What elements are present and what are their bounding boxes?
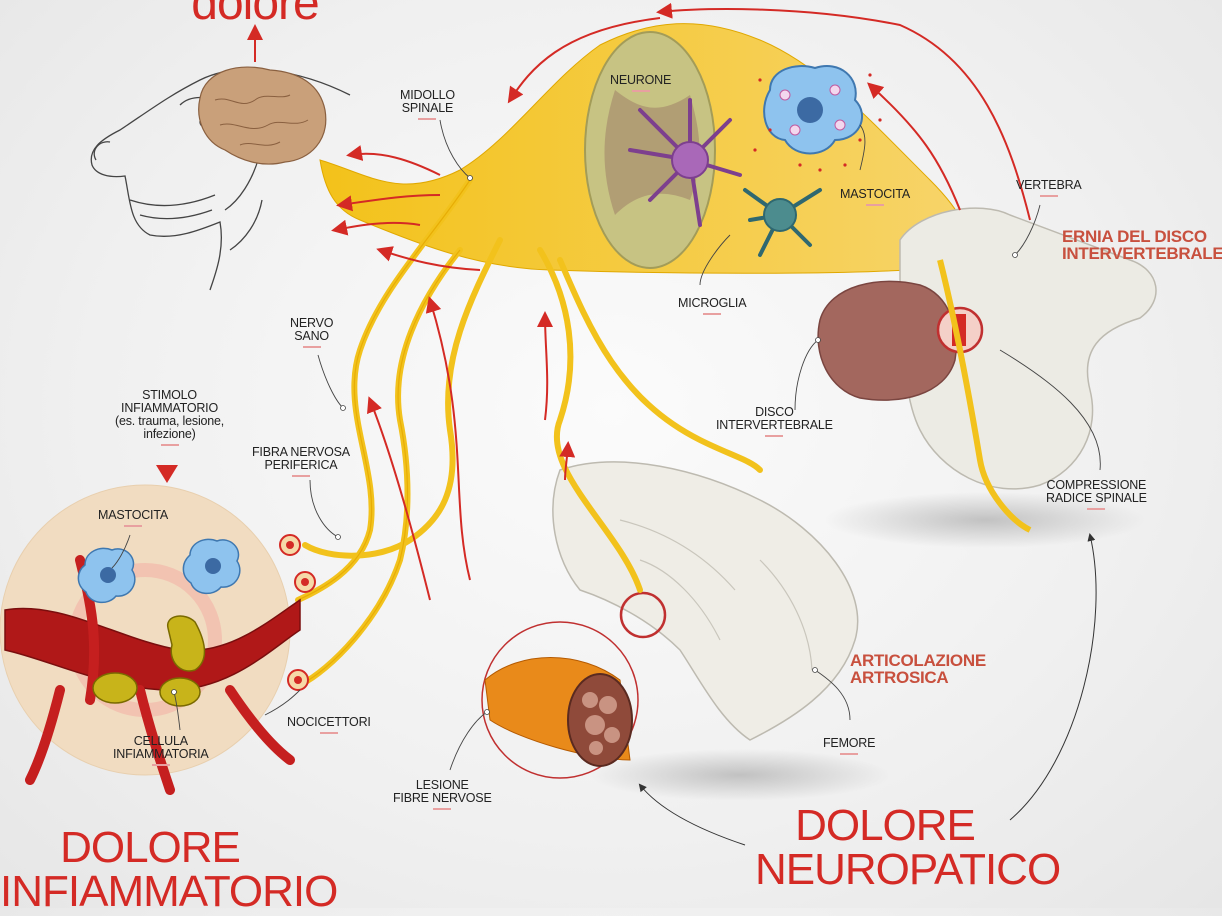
heading-dolore-neuropatico: DOLORE NEUROPATICO [755, 804, 1015, 892]
label-mastocita-top: MASTOCITA [840, 188, 910, 206]
intervertebral-disc [818, 281, 956, 400]
label-microglia: MICROGLIA [678, 297, 746, 315]
nerve-lesion-bundle [482, 622, 638, 778]
stimulus-triangle-icon [156, 465, 178, 483]
label-lesione: LESIONE FIBRE NERVOSE [393, 779, 492, 810]
label-nocicettori: NOCICETTORI [287, 716, 371, 734]
brain [199, 67, 326, 164]
label-neurone: NEURONE [610, 74, 671, 92]
section-articolazione: ARTICOLAZIONE ARTROSICA [850, 652, 986, 686]
label-mastocita-left: MASTOCITA [98, 509, 168, 527]
label-nervo-sano: NERVO SANO [290, 317, 333, 348]
neuron-body [672, 142, 708, 178]
label-compressione: COMPRESSIONE RADICE SPINALE [1046, 479, 1147, 510]
page-title: dolore [150, 0, 360, 26]
label-vertebra: VERTEBRA [1016, 179, 1082, 197]
label-midollo-spinale: MIDOLLO SPINALE [400, 89, 455, 120]
heading-dolore-infiammatorio: DOLORE INFIAMMATORIO [0, 826, 300, 914]
label-stimolo: STIMOLO INFIAMMATORIO (es. trauma, lesio… [115, 389, 224, 446]
label-fibra-periferica: FIBRA NERVOSA PERIFERICA [252, 446, 350, 477]
label-disco: DISCO INTERVERTEBRALE [716, 406, 833, 437]
section-ernia: ERNIA DEL DISCO INTERVERTEBRALE [1062, 228, 1222, 262]
joint-shadow [590, 749, 890, 801]
label-femore: FEMORE [823, 737, 875, 755]
label-cellula: CELLULA INFIAMMATORIA [113, 735, 209, 766]
